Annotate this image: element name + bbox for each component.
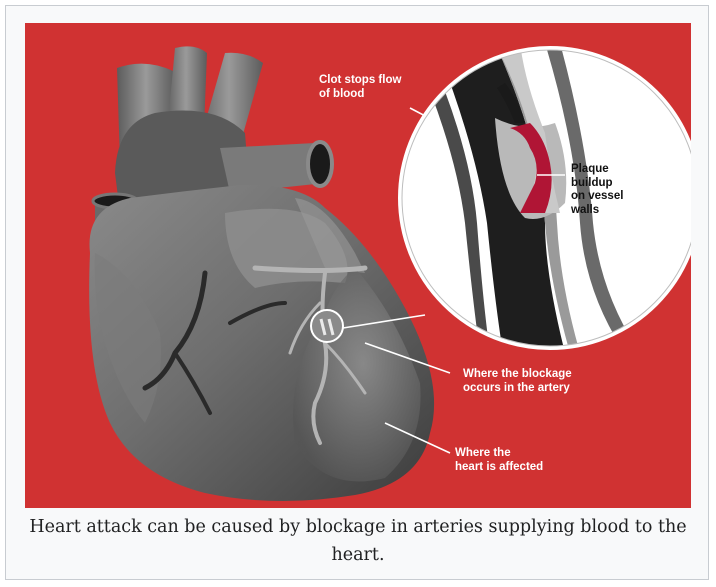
blockage-marker [311, 310, 343, 342]
figure-caption: Heart attack can be caused by blockage i… [20, 513, 696, 569]
label-plaque: Plaque buildup on vessel walls [571, 163, 623, 217]
magnified-artery-view [400, 43, 691, 353]
label-blockage: Where the blockage occurs in the artery [463, 368, 572, 395]
label-clot: Clot stops flow of blood [319, 74, 401, 101]
heart-attack-illustration: Clot stops flow of blood Plaque buildup … [25, 23, 691, 508]
label-affected: Where the heart is affected [455, 447, 543, 474]
